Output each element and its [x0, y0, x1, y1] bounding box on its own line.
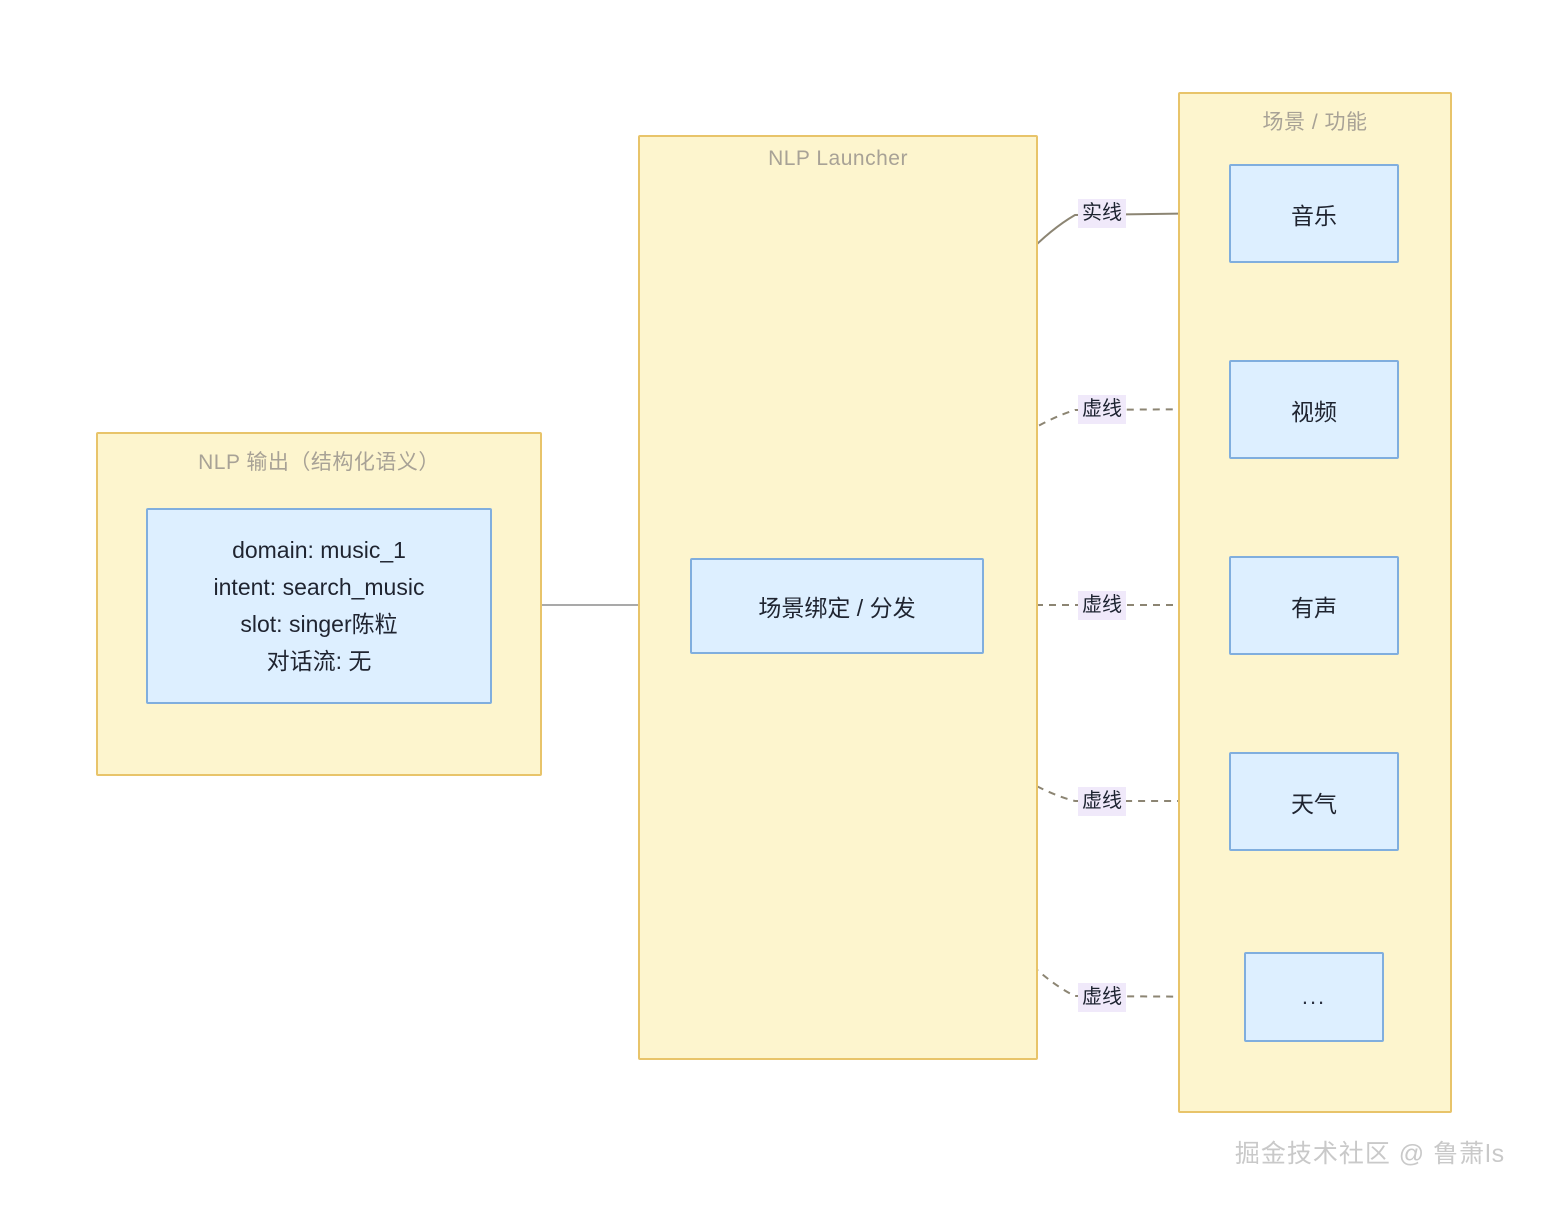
- edge-label-audio-text: 虚线: [1082, 594, 1122, 616]
- edge-label-more: 虚线: [1078, 983, 1126, 1012]
- group-scenes-title: 场景 / 功能: [1262, 111, 1368, 134]
- edge-label-music: 实线: [1078, 199, 1126, 228]
- edge-label-video-text: 虚线: [1082, 398, 1122, 420]
- edge-label-more-text: 虚线: [1082, 986, 1122, 1008]
- node-scene-video[interactable]: 视频: [1229, 360, 1399, 459]
- nlp-output-line-dialogflow: 对话流: 无: [266, 648, 372, 675]
- node-nlp-output-box[interactable]: domain: music_1 intent: search_music slo…: [146, 508, 492, 704]
- node-scene-music-label: 音乐: [1291, 202, 1337, 229]
- nlp-output-line-domain: domain: music_1: [232, 536, 406, 563]
- node-scene-more[interactable]: ...: [1244, 952, 1384, 1042]
- group-nlp-launcher-title: NLP Launcher: [768, 147, 908, 170]
- edge-label-weather: 虚线: [1078, 787, 1126, 816]
- node-dispatcher[interactable]: 场景绑定 / 分发: [690, 558, 984, 654]
- node-scene-video-label: 视频: [1291, 398, 1337, 425]
- node-dispatcher-label: 场景绑定 / 分发: [758, 595, 916, 621]
- edge-label-weather-text: 虚线: [1082, 790, 1122, 812]
- edge-label-audio: 虚线: [1078, 591, 1126, 620]
- edge-label-music-text: 实线: [1082, 202, 1122, 224]
- watermark: 掘金技术社区 @ 鲁萧ls: [1234, 1140, 1506, 1168]
- node-scene-weather-label: 天气: [1291, 790, 1337, 817]
- node-scene-audio-label: 有声: [1291, 594, 1337, 621]
- edge-label-video: 虚线: [1078, 395, 1126, 424]
- node-scene-music[interactable]: 音乐: [1229, 164, 1399, 263]
- group-nlp-output-title: NLP 输出（结构化语义）: [198, 451, 440, 474]
- node-scene-more-label: ...: [1301, 984, 1327, 1009]
- node-scene-weather[interactable]: 天气: [1229, 752, 1399, 851]
- nlp-output-line-slot: slot: singer陈粒: [240, 611, 398, 637]
- node-scene-audio[interactable]: 有声: [1229, 556, 1399, 655]
- nlp-output-line-intent: intent: search_music: [213, 573, 425, 600]
